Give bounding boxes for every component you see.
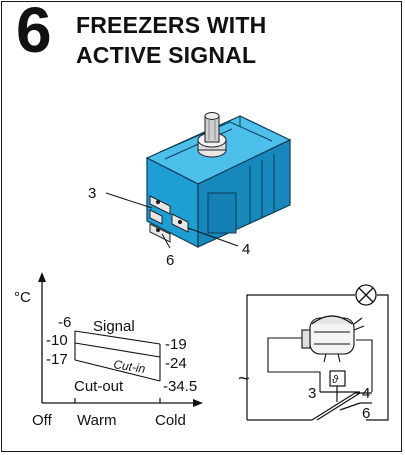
- section-title-line-2: ACTIVE SIGNAL: [76, 42, 257, 68]
- terminal-label-6: 6: [166, 252, 174, 269]
- ac-source-symbol: ~: [238, 368, 250, 390]
- thermostat-terminals: [149, 195, 189, 243]
- chart-band-label-cut-in: Cut-in: [113, 357, 147, 376]
- wiring-diagram: ~ ϑ 3 4: [238, 284, 389, 422]
- chart-y-axis-arrow: [38, 272, 46, 282]
- chart-x-label-cold: Cold: [155, 412, 186, 429]
- chart-left-value-signal: -6: [58, 314, 71, 331]
- wiring-terminal-3: 3: [308, 385, 316, 402]
- chart-band-label-cut-out: Cut-out: [74, 378, 124, 395]
- chart-bands: [74, 330, 161, 382]
- thermostat-ribs: [207, 154, 275, 234]
- chart-band-label-signal: Signal: [93, 318, 135, 335]
- wiring-terminal-4: 4: [362, 385, 370, 402]
- thermostat-switch: [311, 370, 372, 421]
- thermostat-shaft: [197, 112, 227, 158]
- chart-x-axis-arrow: [193, 399, 203, 407]
- wiring-terminal-6: 6: [362, 405, 370, 422]
- chart-right-value-cut-in: -24: [165, 355, 187, 372]
- compressor-wiring: [267, 337, 373, 392]
- signal-lamp-icon: [355, 284, 377, 306]
- terminal-label-4: 4: [242, 241, 250, 258]
- temperature-chart: °C -6 -10 -17 -19 -24 -34.5 Signal Cut-i…: [14, 272, 203, 429]
- terminal-label-3: 3: [88, 185, 96, 202]
- section-number: 6: [16, 0, 52, 66]
- chart-right-value-signal: -19: [165, 336, 187, 353]
- chart-left-value-cut-out: -17: [46, 351, 68, 368]
- thermostat-sensor-symbol: ϑ: [332, 374, 339, 386]
- chart-x-label-warm: Warm: [77, 412, 116, 429]
- terminal-leader-lines: [105, 192, 239, 249]
- compressor-icon: [301, 315, 365, 363]
- chart-x-label-off: Off: [32, 412, 53, 429]
- chart-right-value-cut-out: -34.5: [163, 378, 197, 395]
- wiring-main-loop: [246, 294, 389, 421]
- thermostat-illustration: 3 6 4: [88, 112, 292, 269]
- chart-left-value-cut-in: -10: [46, 332, 68, 349]
- chart-y-unit: °C: [14, 289, 31, 306]
- section-title-line-1: FREEZERS WITH: [76, 12, 267, 38]
